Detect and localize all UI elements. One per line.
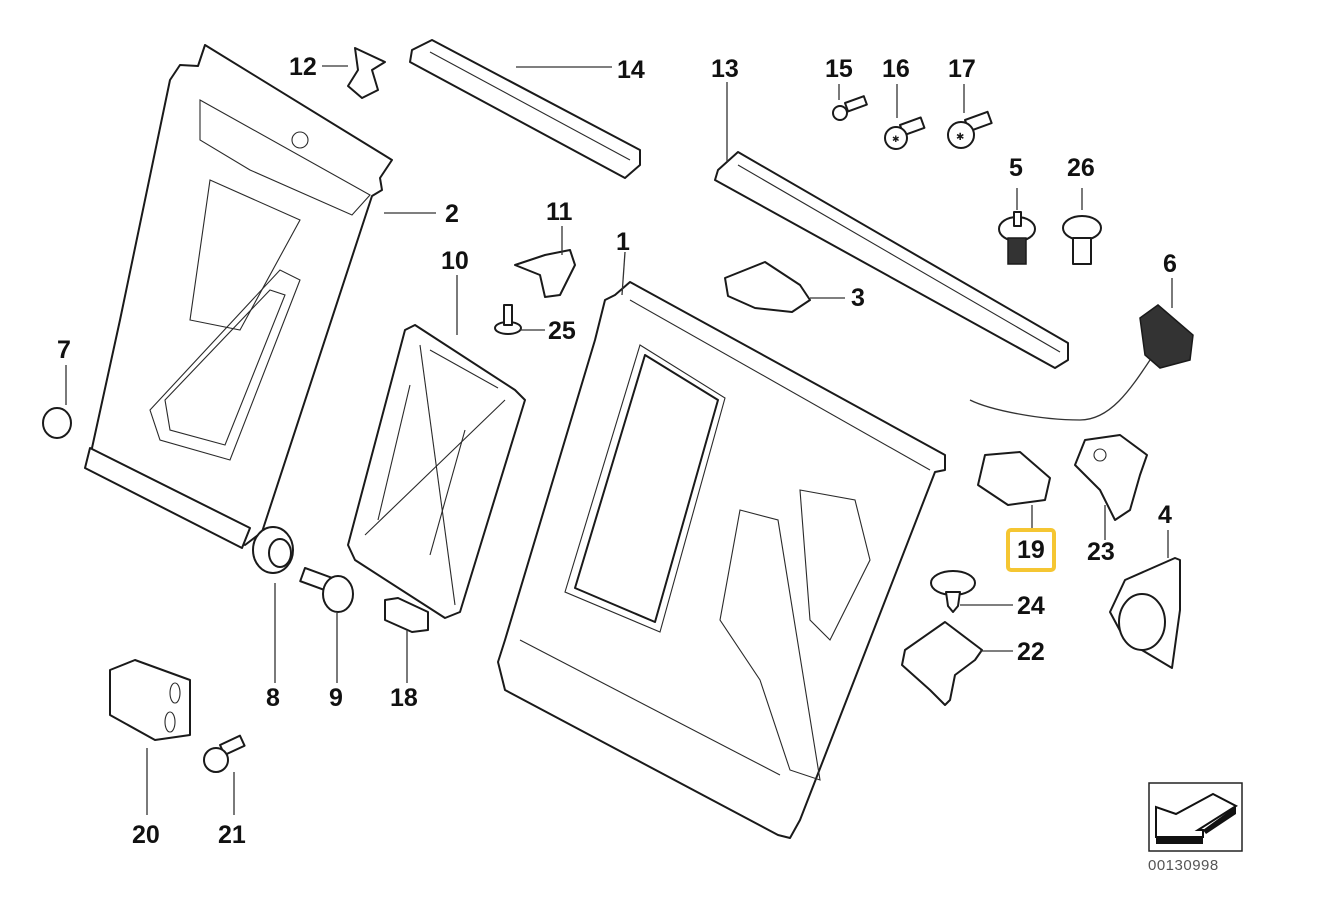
part-1-backrest-frame-large[interactable] [497,281,946,839]
callout-18[interactable]: 18 [390,684,418,712]
part-20-hinge-bracket[interactable] [109,659,191,741]
callout-3[interactable]: 3 [851,284,865,312]
callout-4[interactable]: 4 [1158,501,1172,529]
callout-8[interactable]: 8 [266,684,280,712]
part-5-expanding-rivet[interactable] [998,211,1036,265]
callout-17[interactable]: 17 [948,55,976,83]
part-8-bushing[interactable] [252,526,294,574]
callout-14[interactable]: 14 [617,56,645,84]
part-15-screw-small[interactable] [832,95,868,121]
part-14-rail-left[interactable] [409,39,641,179]
part-18-clamp[interactable] [384,597,429,633]
part-6-switch-with-cable[interactable] [969,304,1194,421]
callout-13[interactable]: 13 [711,55,739,83]
callout-24[interactable]: 24 [1017,592,1045,620]
part-12-clip[interactable] [347,47,386,99]
callout-11[interactable]: 11 [546,198,573,226]
part-16-torx-screw[interactable]: ✱ [884,116,926,150]
part-26-plastic-plug[interactable] [1062,215,1102,265]
svg-text:✱: ✱ [892,134,900,144]
leader-lines [65,65,1173,815]
callout-25[interactable]: 25 [548,317,576,345]
part-23-lock-bracket[interactable] [1074,434,1148,521]
part-2-backrest-frame-small[interactable] [84,44,393,549]
callout-16[interactable]: 16 [882,55,910,83]
callout-21[interactable]: 21 [218,821,246,849]
callout-12[interactable]: 12 [289,53,317,81]
callout-26[interactable]: 26 [1067,154,1095,182]
callout-20[interactable]: 20 [132,821,160,849]
orientation-arrow-icon [1148,782,1243,852]
callout-23[interactable]: 23 [1087,538,1115,566]
callout-19-highlighted[interactable]: 19 [1006,528,1056,572]
callout-15[interactable]: 15 [825,55,853,83]
part-4-trim-cover-round[interactable] [1109,557,1181,669]
callout-1[interactable]: 1 [616,228,630,256]
part-13-rail-right[interactable] [714,151,1069,369]
callout-7[interactable]: 7 [57,336,71,364]
part-21-hex-bolt[interactable] [203,734,246,773]
callout-9[interactable]: 9 [329,684,343,712]
part-19-cover-cap[interactable] [977,451,1051,506]
callout-6[interactable]: 6 [1163,250,1177,278]
part-3-backrest-lock[interactable] [724,261,811,313]
callout-5[interactable]: 5 [1009,154,1023,182]
catalog-number: 00130998 [1148,857,1219,874]
callout-22[interactable]: 22 [1017,638,1045,666]
part-9-shoulder-bolt[interactable] [299,566,354,613]
callout-2[interactable]: 2 [445,200,459,228]
callout-10[interactable]: 10 [441,247,469,275]
part-17-torx-screw-large[interactable]: ✱ [947,110,993,149]
part-24-push-rivet[interactable] [930,570,976,613]
part-10-frame-insert[interactable] [347,324,526,619]
part-25-screw-with-washer[interactable] [494,304,522,335]
part-7-clip-cap[interactable] [42,407,72,439]
svg-text:✱: ✱ [956,132,964,143]
part-11-bracket-latch[interactable] [514,249,576,298]
part-22-cover[interactable] [901,621,983,706]
